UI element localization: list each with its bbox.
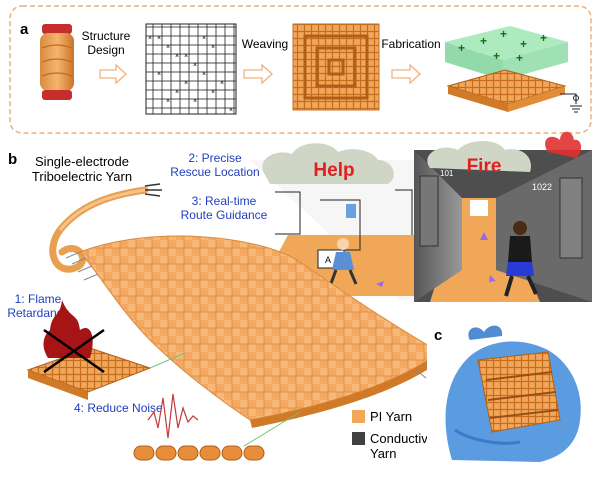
yarn-spool-icon [40, 24, 74, 100]
arrow-right-icon [391, 63, 421, 85]
fabricated-device: +++ +++ + [445, 26, 582, 113]
panel-a-letter: a [20, 21, 29, 38]
grid-cross-mark: × [175, 89, 179, 96]
svg-text:+: + [520, 37, 527, 51]
grid-cross-mark: × [229, 107, 233, 114]
rescue-scene: A 1022 101 [250, 131, 592, 302]
smoke-cloud [262, 143, 394, 184]
smoke-cloud [427, 141, 531, 172]
cross-out-icon [43, 328, 105, 374]
running-person-icon [504, 221, 538, 297]
panel-b-letter: b [8, 151, 17, 168]
grid-cross-mark: × [166, 98, 170, 105]
grid-cross-mark: × [193, 98, 197, 105]
step-fabrication: Fabrication [381, 37, 440, 51]
legend-swatch-conductive-yarn [352, 432, 365, 445]
gloved-hand-with-fabric [445, 325, 581, 462]
grid-cross-mark: × [148, 35, 152, 42]
arrow-right-icon [99, 63, 127, 85]
grid-cross-mark: × [157, 71, 161, 78]
legend-swatch-pi-yarn [352, 410, 365, 423]
grid-cross-mark: × [220, 80, 224, 87]
grid-cross-mark: × [211, 44, 215, 51]
grid-cross-mark: × [211, 89, 215, 96]
woven-fabric-square [292, 23, 380, 111]
svg-text:+: + [540, 31, 547, 45]
fire-icon [545, 131, 582, 158]
arrow-right-icon [243, 63, 273, 85]
noise-reduction-inset [133, 393, 301, 461]
sound-wave-icon [147, 393, 199, 439]
floor-mark: A [325, 255, 331, 265]
panel-a-dashed-frame [9, 5, 592, 134]
structure-design-grid: × × × × × × × × × × × × × × × × × [145, 23, 237, 115]
function-reduce-noise: 4: Reduce Noise [74, 401, 163, 415]
grid-cross-mark: × [166, 44, 170, 51]
grid-cross-mark: × [157, 35, 161, 42]
panel-c-letter: c [434, 327, 442, 344]
flame-icon [43, 300, 93, 358]
svg-text:+: + [516, 51, 523, 65]
panel-c: c [427, 320, 593, 466]
svg-text:+: + [458, 41, 465, 55]
room-number: 101 [440, 169, 454, 178]
grid-cross-mark: × [175, 53, 179, 60]
grid-cross-mark: × [184, 80, 188, 87]
room-number: 1022 [532, 182, 552, 192]
guide-arrow-icon [376, 232, 496, 287]
svg-text:+: + [500, 27, 507, 41]
grid-cross-mark: × [184, 53, 188, 60]
svg-text:+: + [480, 34, 487, 48]
grid-cross-mark: × [193, 62, 197, 69]
scene-help-label: Help [313, 160, 354, 181]
svg-text:+: + [493, 49, 500, 63]
flame-retardant-inset [26, 300, 186, 400]
scene-fire-label: Fire [467, 156, 502, 177]
grid-cross-mark: × [202, 71, 206, 78]
legend-label-pi-yarn: PI Yarn [370, 409, 412, 424]
grid-cross-mark: × [202, 35, 206, 42]
step-weaving: Weaving [242, 37, 288, 51]
